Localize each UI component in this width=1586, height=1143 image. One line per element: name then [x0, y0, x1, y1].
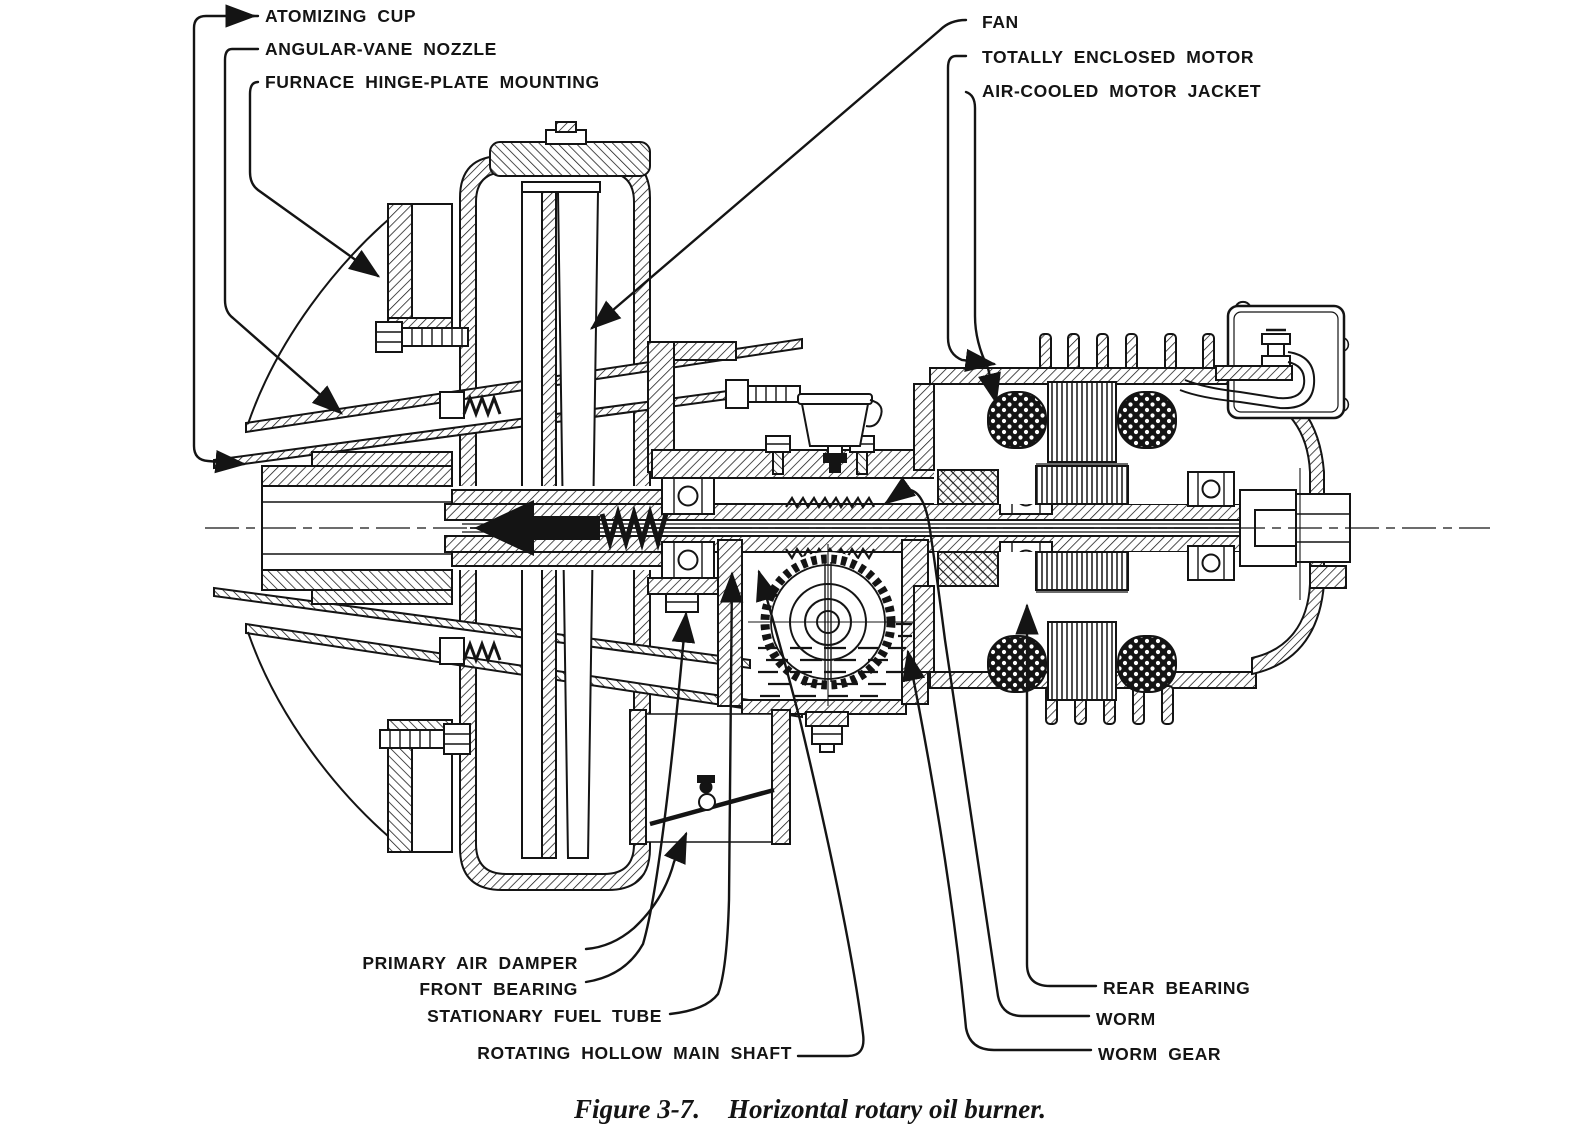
fan-casing	[459, 121, 651, 891]
main-shaft-part	[444, 503, 1268, 553]
leader-primary-air-damper	[584, 831, 688, 951]
callout-atomizing-cup: ATOMIZING CUP	[265, 6, 417, 26]
furnace-hinge-plate	[375, 203, 471, 853]
callout-fan: FAN	[982, 12, 1019, 32]
motor-end-bearing-upper	[1187, 471, 1235, 507]
callout-primary-air-damper: PRIMARY AIR DAMPER	[362, 953, 578, 973]
motor-endbell	[1251, 378, 1325, 676]
worm-gear-part	[748, 544, 946, 706]
motor-windings	[987, 391, 1177, 693]
motor-part	[913, 333, 1325, 725]
figure-number: Figure 3-7.	[573, 1094, 700, 1124]
front-bearing-lower	[661, 541, 715, 579]
leader-rotating-main-shaft	[756, 569, 865, 1058]
figure-title: Horizontal rotary oil burner.	[727, 1094, 1047, 1124]
shaft-end-nut	[1239, 468, 1351, 600]
callout-air-cooled-motor-jacket: AIR-COOLED MOTOR JACKET	[982, 81, 1262, 101]
front-bearing-upper	[661, 477, 715, 515]
callout-worm: WORM	[1096, 1009, 1156, 1029]
callout-totally-enclosed-motor: TOTALLY ENCLOSED MOTOR	[982, 47, 1255, 67]
callout-stationary-fuel-tube: STATIONARY FUEL TUBE	[427, 1006, 662, 1026]
leader-air-cooled-jacket	[964, 90, 1001, 405]
figure-caption: Figure 3-7. Horizontal rotary oil burner.	[360, 1094, 1260, 1125]
cone-bolts	[439, 391, 502, 665]
leader-front-bearing	[584, 611, 696, 984]
callout-furnace-hinge-plate-mounting: FURNACE HINGE-PLATE MOUNTING	[265, 72, 600, 92]
leader-rear-bearing	[1015, 603, 1098, 988]
callout-front-bearing: FRONT BEARING	[419, 979, 578, 999]
leader-fan	[590, 18, 968, 330]
leader-stationary-fuel-tube	[668, 571, 744, 1016]
oil-cup	[797, 393, 883, 473]
worm-part	[785, 495, 875, 561]
leader-furnace-hinge-plate	[248, 80, 381, 278]
leader-atomizing-cup	[192, 14, 260, 474]
motor-end-bearing-lower	[1187, 545, 1235, 581]
leader-worm	[883, 476, 1091, 1018]
leader-totally-enclosed-motor	[946, 54, 997, 373]
leader-lines	[192, 4, 1098, 1058]
air-damper-part	[629, 709, 791, 845]
callout-rotating-hollow-main-shaft: ROTATING HOLLOW MAIN SHAFT	[477, 1043, 792, 1063]
leader-angular-vane-nozzle	[223, 47, 343, 415]
callout-worm-gear: WORM GEAR	[1098, 1044, 1222, 1064]
callout-angular-vane-nozzle: ANGULAR-VANE NOZZLE	[265, 39, 497, 59]
oil-level-dashes	[758, 622, 912, 698]
callout-rear-bearing: REAR BEARING	[1103, 978, 1251, 998]
terminal-box	[1179, 300, 1350, 420]
leader-worm-gear	[902, 649, 1093, 1052]
motor-laminations	[1035, 381, 1129, 701]
